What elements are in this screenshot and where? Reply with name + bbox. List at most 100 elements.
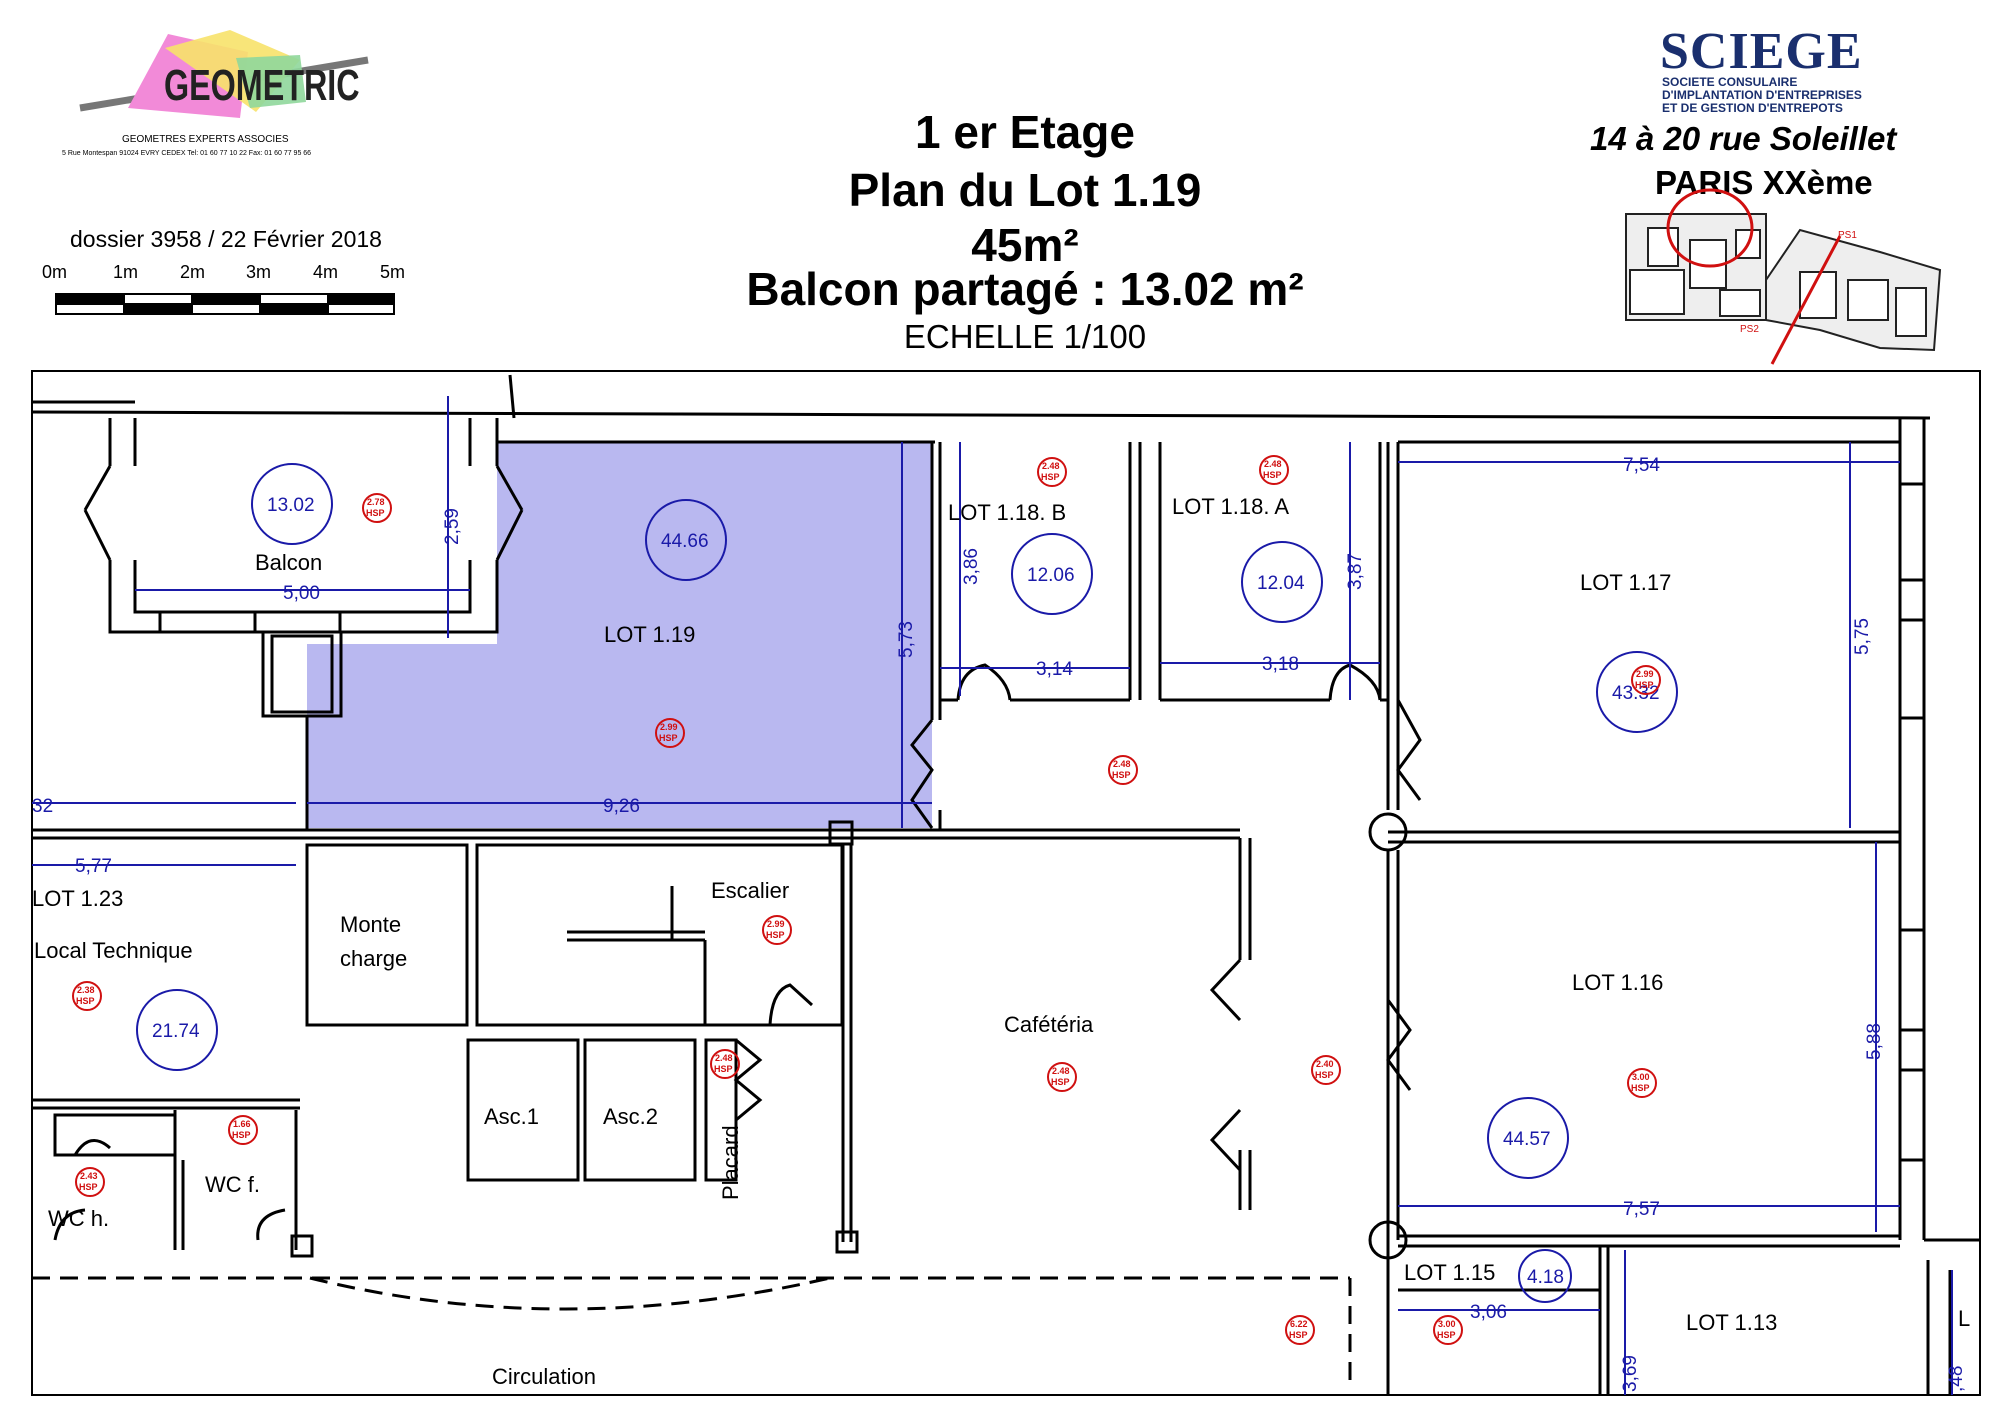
room-label-lot-118a: LOT 1.18. A [1172, 494, 1289, 519]
room-label-circulation: Circulation [492, 1364, 596, 1389]
svg-text:HSP: HSP [1051, 1077, 1070, 1087]
room-label-asc2: Asc.2 [603, 1104, 658, 1129]
client-street: 14 à 20 rue Soleillet [1590, 120, 1897, 157]
dim-value: 2,59 [442, 508, 463, 545]
dim-value: 5,88 [1864, 1023, 1885, 1060]
svg-text:2.48: 2.48 [1052, 1066, 1070, 1076]
room-label-lot-115: LOT 1.15 [1404, 1260, 1495, 1285]
dim-value: 3,69 [1620, 1355, 1641, 1392]
dim-value: ,48 [1946, 1366, 1967, 1392]
area-value-lot-118b: 12.06 [1027, 565, 1075, 586]
svg-text:HSP: HSP [1635, 680, 1654, 690]
svg-text:2.48: 2.48 [1264, 459, 1282, 469]
area-value-balcon: 13.02 [267, 495, 315, 516]
scale-bar-label: 4m [313, 262, 339, 282]
svg-text:HSP: HSP [79, 1182, 98, 1192]
key-plan-label: PS1 [1838, 230, 1857, 241]
scale-bar-label: 0m [42, 262, 68, 282]
room-label-charge: charge [340, 946, 407, 971]
svg-text:HSP: HSP [1289, 1330, 1308, 1340]
svg-text:2.99: 2.99 [1636, 669, 1654, 679]
client-line: SOCIETE CONSULAIRE [1662, 75, 1798, 89]
svg-text:HSP: HSP [1437, 1330, 1456, 1340]
dim-value: 3,87 [1345, 553, 1366, 590]
dim-value: 32 [32, 796, 53, 817]
room-label-balcon: Balcon [255, 550, 322, 575]
floor-title: 1 er Etage [915, 106, 1135, 158]
scale-bar-label: 3m [246, 262, 272, 282]
room-label-placard: Placard [718, 1125, 743, 1200]
plan-title: Plan du Lot 1.19 [848, 164, 1202, 216]
svg-text:2.99: 2.99 [660, 722, 678, 732]
svg-text:HSP: HSP [1041, 472, 1060, 482]
key-plan-map: PS1 PS2 [1625, 188, 1942, 365]
dim-value: 9,26 [603, 796, 640, 817]
dim-value: 3,86 [961, 548, 982, 585]
dim-value: 3,18 [1262, 654, 1299, 675]
dimension-lines [32, 396, 1953, 1395]
client-line: D'IMPLANTATION D'ENTREPRISES [1662, 88, 1862, 102]
svg-text:HSP: HSP [232, 1130, 251, 1140]
key-plan-label: PS2 [1740, 324, 1759, 335]
scale-bar-label: 1m [113, 262, 139, 282]
scale-bar [55, 293, 395, 315]
dim-value: 5,77 [75, 856, 112, 877]
plan-frame [31, 370, 1981, 1396]
svg-text:HSP: HSP [766, 930, 785, 940]
dim-value: 7,54 [1623, 455, 1660, 476]
area-value-lot-123: 21.74 [152, 1021, 200, 1042]
room-label-wc-h: WC h. [48, 1206, 109, 1231]
room-label-lot-119: LOT 1.19 [604, 622, 695, 647]
scale-bar-label: 5m [380, 262, 406, 282]
area-value-lot-119: 44.66 [661, 531, 709, 552]
svg-text:HSP: HSP [366, 508, 385, 518]
svg-text:HSP: HSP [1315, 1070, 1334, 1080]
svg-text:HSP: HSP [1631, 1083, 1650, 1093]
lot-119-highlight [307, 442, 932, 828]
room-label-lot-117: LOT 1.17 [1580, 570, 1671, 595]
svg-text:2.40: 2.40 [1316, 1059, 1334, 1069]
balcony-title: Balcon partagé : 13.02 m² [746, 263, 1304, 315]
client-line: ET DE GESTION D'ENTREPOTS [1662, 101, 1843, 115]
area-circles [136, 463, 1678, 1303]
svg-text:2.99: 2.99 [767, 919, 785, 929]
svg-text:HSP: HSP [76, 996, 95, 1006]
area-value-lot-116: 44.57 [1503, 1129, 1551, 1150]
room-label-lot-113: LOT 1.13 [1686, 1310, 1777, 1335]
room-label-lot-116: LOT 1.16 [1572, 970, 1663, 995]
svg-text:HSP: HSP [1263, 470, 1282, 480]
svg-text:HSP: HSP [659, 733, 678, 743]
scale-bar-label: 2m [180, 262, 206, 282]
area-value-lot-115: 4.18 [1527, 1267, 1564, 1288]
room-label-lot-edge: L [1958, 1306, 1970, 1331]
geometric-logo-text: GEOMETRIC [164, 61, 360, 110]
svg-text:2.38: 2.38 [77, 985, 95, 995]
room-label-monte: Monte [340, 912, 401, 937]
dim-value: 5,73 [896, 621, 917, 658]
svg-text:2.48: 2.48 [1113, 759, 1131, 769]
surveyor-subtitle: GEOMETRES EXPERTS ASSOCIES [122, 134, 289, 145]
room-label-escalier: Escalier [711, 878, 789, 903]
area-value-lot-118a: 12.04 [1257, 573, 1305, 594]
walls [31, 374, 1980, 1395]
svg-text:2.48: 2.48 [1042, 461, 1060, 471]
room-label-local-technique: Local Technique [34, 938, 193, 963]
svg-text:3.00: 3.00 [1632, 1072, 1650, 1082]
area-value-lot-117: 43.32 [1612, 683, 1660, 704]
svg-text:1.66: 1.66 [233, 1119, 251, 1129]
room-label-asc1: Asc.1 [484, 1104, 539, 1129]
svg-text:3.00: 3.00 [1438, 1319, 1456, 1329]
scale-label: ECHELLE 1/100 [903, 318, 1147, 355]
geometric-logo: GEOMETRIC [79, 30, 369, 118]
room-label-cafeteria: Cafétéria [1004, 1012, 1094, 1037]
